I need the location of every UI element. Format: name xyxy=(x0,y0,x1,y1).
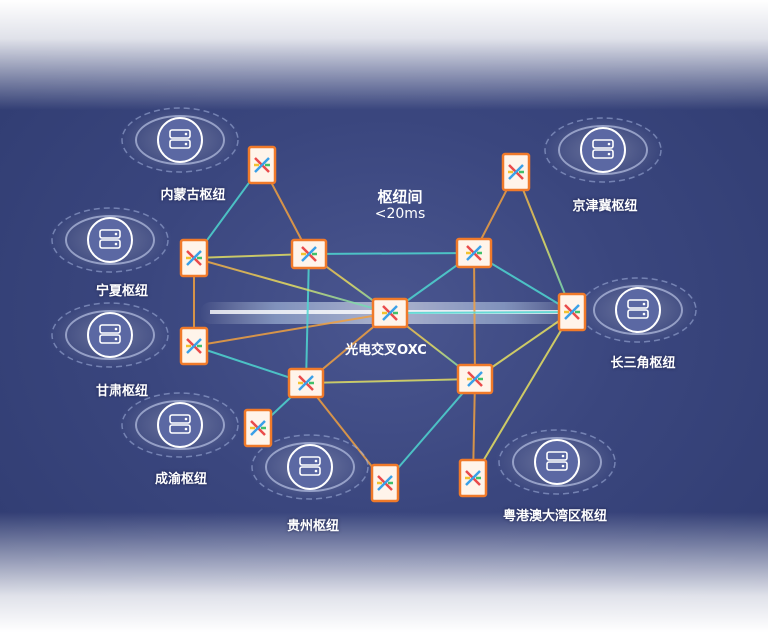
server-database-icon xyxy=(615,287,661,333)
oxc-node-n4 xyxy=(290,238,328,270)
hub-label-neimenggu: 内蒙古枢纽 xyxy=(160,188,226,203)
link-n7-n6 xyxy=(389,311,573,314)
link-n3-n6 xyxy=(193,257,391,314)
oxc-node-n6 xyxy=(371,297,409,329)
hub-label-jingjinji: 京津冀枢纽 xyxy=(572,199,638,214)
optical-cross-connect-icon xyxy=(458,458,488,498)
optical-cross-connect-icon xyxy=(179,326,209,366)
hub-label-ningxia: 宁夏枢纽 xyxy=(95,284,149,299)
server-database-icon xyxy=(287,444,333,490)
oxc-node-n7 xyxy=(557,292,587,332)
optical-cross-connect-icon xyxy=(290,238,328,270)
link-n3-n4 xyxy=(193,253,310,259)
hub-label-yuegangao: 粤港澳大湾区枢纽 xyxy=(502,509,608,524)
server-database-icon xyxy=(157,117,203,163)
oxc-node-n3 xyxy=(179,238,209,278)
hub-label-changsanjiao: 长三角枢纽 xyxy=(610,356,676,371)
hub-gansu xyxy=(48,301,172,369)
hub-label-gansu: 甘肃枢纽 xyxy=(95,384,149,399)
top-fade xyxy=(0,0,768,110)
oxc-node-n5 xyxy=(455,237,493,269)
bottom-fade xyxy=(0,512,768,632)
hub-changsanjiao xyxy=(576,276,700,344)
server-database-icon xyxy=(87,312,133,358)
link-n8-n6 xyxy=(193,312,391,347)
oxc-node-n10 xyxy=(456,363,494,395)
link-n2-n7 xyxy=(515,171,573,313)
server-database-icon xyxy=(580,127,626,173)
hub-yuegangao xyxy=(495,428,619,496)
link-n8-n9 xyxy=(193,345,307,384)
hub-guizhou xyxy=(248,433,372,501)
oxc-node-n1 xyxy=(247,145,277,185)
optical-cross-connect-icon xyxy=(247,145,277,185)
optical-cross-connect-icon xyxy=(370,463,400,503)
server-database-icon xyxy=(157,402,203,448)
oxc-node-n2 xyxy=(501,152,531,192)
center-latency: <20ms xyxy=(374,206,426,222)
hub-label-chengyu: 成渝枢纽 xyxy=(154,472,208,487)
optical-cross-connect-icon xyxy=(179,238,209,278)
optical-cross-connect-icon xyxy=(371,297,409,329)
link-n4-n9 xyxy=(305,253,310,384)
hub-chengyu xyxy=(118,391,242,459)
link-n7-n13 xyxy=(472,311,573,479)
optical-cross-connect-icon xyxy=(287,367,325,399)
hub-jingjinji xyxy=(541,116,665,184)
link-n9-n10 xyxy=(305,378,476,384)
link-n5-n10 xyxy=(473,252,476,380)
link-n4-n5 xyxy=(308,252,475,255)
optical-cross-connect-icon xyxy=(456,363,494,395)
link-n10-n12 xyxy=(384,378,476,484)
oxc-nodes-layer xyxy=(179,145,587,503)
oxc-node-n9 xyxy=(287,367,325,399)
hub-neimenggu xyxy=(118,106,242,174)
oxc-node-n8 xyxy=(179,326,209,366)
optical-cross-connect-icon xyxy=(243,408,273,448)
optical-cross-connect-icon xyxy=(557,292,587,332)
center-title: 枢纽间 xyxy=(377,188,423,206)
links-layer xyxy=(193,164,573,484)
oxc-label: 光电交叉OXC xyxy=(345,343,427,358)
optical-cross-connect-icon xyxy=(455,237,493,269)
server-database-icon xyxy=(87,217,133,263)
oxc-node-n11 xyxy=(243,408,273,448)
oxc-node-n12 xyxy=(370,463,400,503)
oxc-node-n13 xyxy=(458,458,488,498)
hub-ningxia xyxy=(48,206,172,274)
server-database-icon xyxy=(534,439,580,485)
optical-cross-connect-icon xyxy=(501,152,531,192)
hubs-layer xyxy=(48,106,700,501)
hub-label-guizhou: 贵州枢纽 xyxy=(286,519,340,534)
